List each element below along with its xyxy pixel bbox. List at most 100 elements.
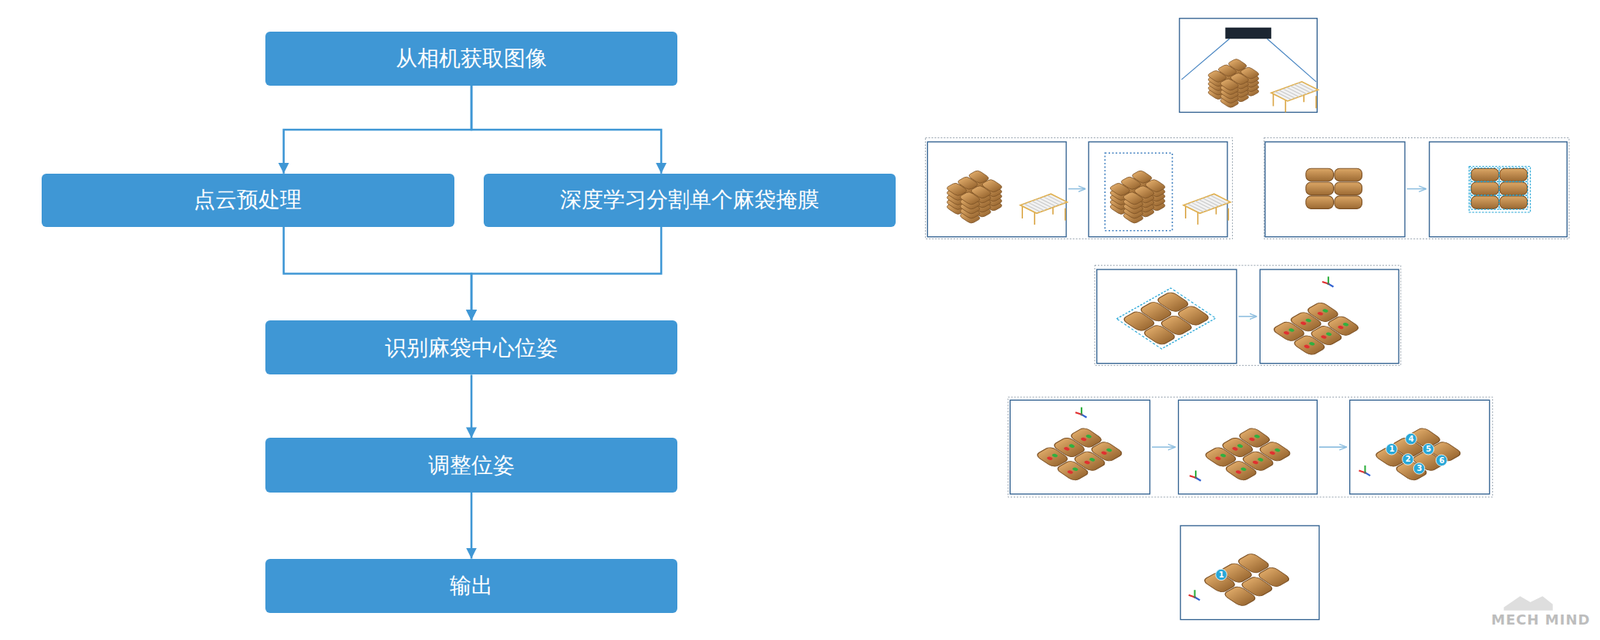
sack	[1325, 314, 1361, 337]
pose-dot	[1282, 330, 1291, 335]
pose-dot	[1302, 344, 1311, 349]
sack	[1257, 440, 1293, 463]
sack	[1144, 178, 1168, 193]
pose-dot	[1068, 443, 1077, 449]
dashed-outline	[1470, 195, 1499, 210]
box-label: 调整位姿	[428, 452, 515, 479]
front-bags	[1306, 168, 1363, 209]
pose-dot	[1248, 436, 1256, 442]
bag-layer	[1201, 552, 1292, 608]
callout-number: 4	[1408, 435, 1415, 443]
axis-icon	[1359, 465, 1371, 476]
conveyor-leg	[1033, 212, 1036, 225]
sack	[1240, 449, 1276, 472]
bag-layer	[1116, 287, 1216, 349]
roller	[1039, 198, 1056, 207]
callout-number: 1	[1218, 570, 1225, 579]
dashed-outline	[1498, 167, 1528, 182]
pose-dot	[1100, 450, 1108, 456]
axis-origin	[1193, 595, 1196, 598]
box-label: 从相机获取图像	[395, 45, 547, 72]
pose-dot	[1342, 321, 1351, 327]
panel-frame	[1097, 269, 1237, 364]
panel-frame	[1178, 399, 1318, 494]
roller	[1198, 199, 1216, 208]
flow-arrow	[470, 492, 473, 559]
conveyor-leg	[1197, 212, 1199, 225]
dashed-outline	[1116, 287, 1216, 349]
roller	[1282, 88, 1300, 98]
roller	[1206, 196, 1223, 206]
dashed-outline	[1470, 167, 1499, 182]
pose-dot	[1214, 455, 1222, 461]
sack	[1306, 182, 1334, 196]
pose-dot	[1071, 466, 1080, 472]
axis-icon	[1075, 407, 1087, 418]
callout-circle	[1215, 568, 1228, 581]
dashed-outline	[1470, 181, 1499, 196]
pose-dot	[1239, 466, 1248, 472]
roller	[1298, 83, 1315, 92]
conveyor	[1020, 193, 1068, 225]
panel-frame	[1180, 525, 1320, 620]
pose-dot	[1325, 331, 1334, 337]
panel-frame	[1088, 141, 1228, 237]
box-label: 输出	[449, 572, 493, 599]
roller	[1279, 90, 1296, 99]
pose-dot	[1231, 445, 1239, 451]
process-box: 调整位姿	[265, 437, 678, 492]
sack	[1334, 168, 1363, 182]
dashed-outline	[1498, 181, 1528, 196]
conveyor	[1271, 81, 1319, 113]
panel-arrow	[1238, 315, 1258, 318]
conveyor-leg	[1272, 94, 1275, 107]
axis-icon	[1188, 589, 1201, 600]
callout-circle	[1422, 442, 1435, 455]
bag-layer	[1108, 169, 1167, 206]
flow-arrow	[283, 226, 472, 321]
roller	[1294, 84, 1311, 93]
conveyor-leg	[1315, 95, 1317, 109]
conveyor-leg	[1228, 208, 1230, 221]
roller	[1275, 91, 1292, 100]
process-box: 深度学习分割单个麻袋掩膜	[483, 173, 896, 227]
panel-group	[1264, 137, 1570, 239]
pose-dot	[1066, 469, 1074, 475]
flow-arrow	[470, 374, 473, 438]
pose-dot	[1308, 340, 1317, 346]
panel-group	[925, 137, 1233, 239]
process-box: 识别麻袋中心位姿	[265, 320, 678, 375]
sack	[1238, 66, 1260, 80]
panel-frame	[927, 141, 1067, 237]
axis-icon	[1189, 470, 1202, 481]
roller	[1290, 85, 1307, 95]
pose-dot	[1084, 433, 1093, 439]
dashed-outline	[1498, 195, 1528, 210]
callout-number: 5	[1425, 445, 1432, 453]
conveyor-leg	[1184, 205, 1187, 219]
axis-origin	[1194, 475, 1197, 479]
sack	[1256, 565, 1292, 588]
callout-number: 3	[1416, 464, 1422, 473]
roller	[1046, 195, 1064, 204]
bag-layer	[1271, 300, 1361, 356]
sack	[1089, 440, 1125, 463]
pose-dot	[1253, 433, 1262, 439]
bag-layer	[945, 169, 1003, 206]
panel-arrow	[1319, 445, 1347, 448]
callout-circle	[1405, 432, 1418, 445]
pose-dot	[1051, 452, 1060, 458]
panel-frame	[1009, 399, 1150, 494]
pose-dot	[1273, 447, 1282, 453]
pose-dot	[1236, 443, 1245, 449]
axis-origin	[1080, 412, 1083, 416]
roller	[1194, 200, 1212, 210]
watermark: MECH MIND	[1491, 612, 1590, 627]
process-box: 从相机获取图像	[265, 31, 678, 86]
sack	[1223, 459, 1259, 481]
sack	[1055, 459, 1091, 481]
conveyor-leg	[1064, 208, 1067, 221]
panel-frame	[1265, 141, 1405, 237]
